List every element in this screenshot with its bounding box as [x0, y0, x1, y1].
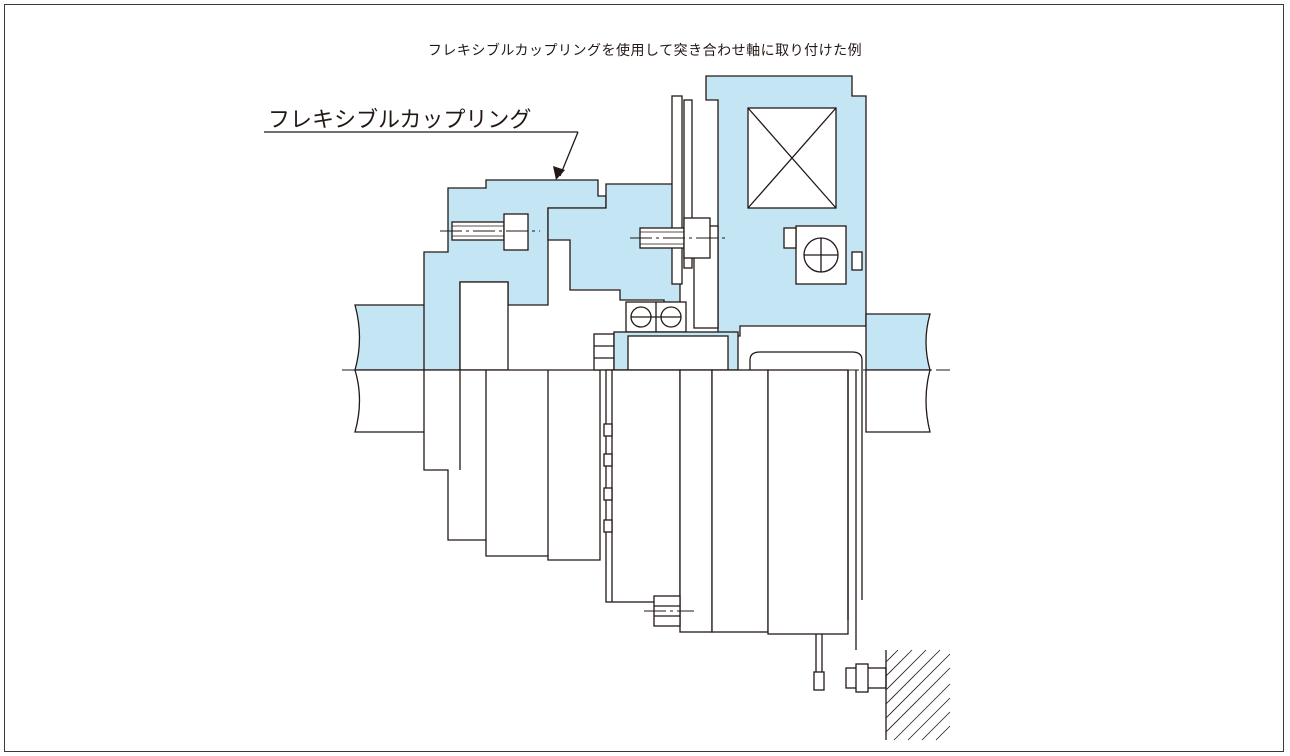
wall-hatching — [885, 649, 951, 741]
coupling-callout-label: フレキシブルカップリング — [268, 108, 532, 133]
clutch-body — [547, 75, 867, 371]
left-shaft — [354, 304, 433, 433]
lower-exterior — [603, 369, 951, 741]
callout-leader — [264, 131, 579, 180]
figure-caption: フレキシブルカップリングを使用して突き合わせ軸に取り付けた例 — [427, 43, 863, 59]
